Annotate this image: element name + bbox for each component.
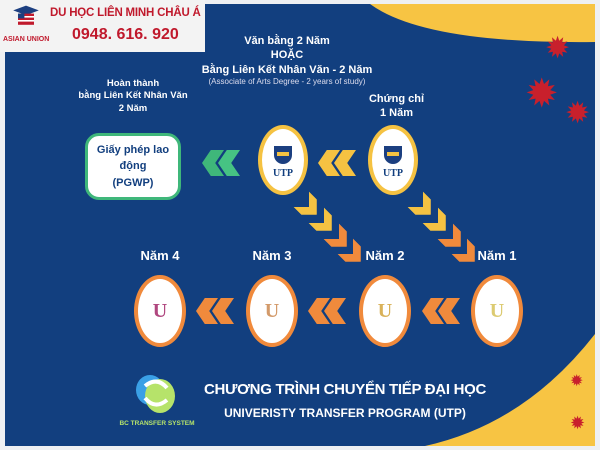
logo-text: ASIAN UNION — [3, 36, 50, 43]
maple-leaf-icon: ✹ — [570, 373, 584, 390]
year-3-label: Năm 3 — [252, 248, 292, 263]
decorative-circle — [370, 4, 595, 43]
crest-icon — [384, 141, 402, 164]
maple-leaf-icon: ✹ — [570, 413, 586, 433]
graduation-cap-logo-icon — [13, 5, 39, 25]
pgwp-box: Giấy phép lao động(PGWP) — [85, 133, 181, 200]
bc-transfer-logo-icon — [136, 375, 175, 413]
program-subtitle: UNIVERISTY TRANSFER PROGRAM (UTP) — [224, 406, 466, 420]
maple-leaf-icon: ✹ — [525, 72, 559, 116]
year-2-label: Năm 2 — [365, 248, 405, 263]
year-4-label: Năm 4 — [140, 248, 180, 263]
chevron-left-icon — [308, 298, 346, 324]
program-title: CHƯƠNG TRÌNH CHUYỂN TIẾP ĐẠI HỌC — [203, 381, 487, 398]
brand-name: DU HỌC LIÊN MINH CHÂU Á — [50, 7, 201, 19]
crest-icon — [274, 141, 292, 164]
maple-leaf-icon: ✹ — [545, 32, 571, 65]
decorative-curve — [425, 334, 595, 446]
chevron-left-icon — [422, 298, 460, 324]
year-1-emblem: U — [471, 275, 523, 347]
decorative-shapes — [370, 4, 595, 446]
chevron-left-icon — [202, 150, 240, 176]
year-3-emblem: U — [246, 275, 298, 347]
year-4-emblem: U — [134, 275, 186, 347]
year-2-emblem: U — [359, 275, 411, 347]
bc-transfer-logo-text: BC TRANSFER SYSTEM — [119, 420, 195, 427]
chevron-left-icon — [318, 150, 356, 176]
phone-number[interactable]: 0948. 616. 920 — [72, 26, 179, 43]
utp-badge-certificate: UTP — [368, 125, 418, 195]
utp-badge-diploma: UTP — [258, 125, 308, 195]
maple-leaf-icon: ✹ — [565, 97, 591, 130]
chevron-left-icon — [196, 298, 234, 324]
header-banner: ASIAN UNION DU HỌC LIÊN MINH CHÂU Á 0948… — [0, 0, 205, 52]
infographic-panel: ✹ ✹ ✹ ✹ ✹ — [5, 4, 595, 446]
year-1-label: Năm 1 — [477, 248, 517, 263]
